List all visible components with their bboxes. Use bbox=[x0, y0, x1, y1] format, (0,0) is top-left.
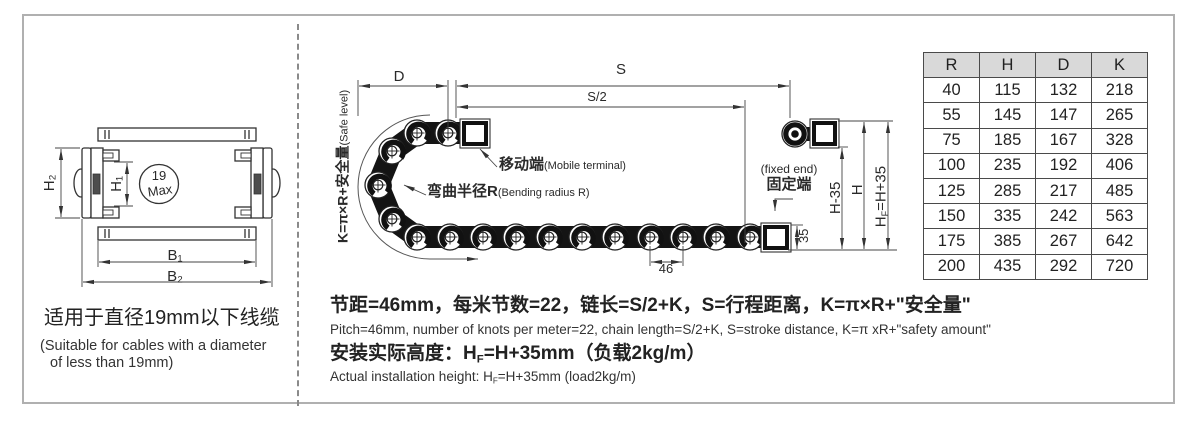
safe-level-label: K=π×R+安全量(Safe level) bbox=[334, 89, 351, 243]
dim-label-d: D bbox=[393, 68, 405, 85]
bending-radius-label: 弯曲半径R(Bending radius R) bbox=[427, 183, 590, 200]
table-cell: 175 bbox=[923, 228, 980, 255]
table-cell: 132 bbox=[1035, 77, 1092, 104]
table-cell: 267 bbox=[1035, 228, 1092, 255]
left-caption-en-1: (Suitable for cables with a diameter bbox=[40, 338, 267, 354]
table-cell: 147 bbox=[1035, 102, 1092, 129]
table-cell: 642 bbox=[1091, 228, 1148, 255]
table-cell: 235 bbox=[979, 152, 1036, 179]
table-cell: 40 bbox=[923, 77, 980, 104]
table-cell: 406 bbox=[1091, 152, 1148, 179]
dim-label-hf: HF=H+35 bbox=[872, 165, 891, 228]
table-cell: 242 bbox=[1035, 203, 1092, 230]
dim-label-s: S bbox=[615, 61, 626, 78]
max-diameter-circle bbox=[138, 163, 180, 205]
table-header-H: H bbox=[979, 51, 1036, 79]
fixed-end-block bbox=[760, 222, 792, 253]
table-cell: 125 bbox=[923, 177, 980, 205]
dim-label-b2: B₂ bbox=[167, 268, 183, 285]
table-cell: 720 bbox=[1091, 253, 1148, 280]
table-cell: 100 bbox=[923, 152, 980, 179]
table-cell: 563 bbox=[1091, 203, 1148, 230]
table-cell: 385 bbox=[979, 228, 1036, 255]
table-cell: 328 bbox=[1091, 127, 1148, 154]
fixed-end-leader bbox=[772, 198, 793, 211]
table-cell: 485 bbox=[1091, 177, 1148, 205]
dim-label-s2: S/2 bbox=[587, 89, 607, 104]
left-caption-zh: 适用于直径19mm以下线缆 bbox=[44, 307, 280, 329]
table-cell: 435 bbox=[979, 253, 1036, 280]
top-bar bbox=[97, 127, 257, 142]
table-cell: 167 bbox=[1035, 127, 1092, 154]
table-cell: 335 bbox=[979, 203, 1036, 230]
note-height-zh: 安装实际高度：HF=H+35mm（负载2kg/m） bbox=[330, 343, 706, 366]
table-cell: 115 bbox=[979, 77, 1036, 104]
dashed-divider bbox=[297, 24, 299, 406]
table-cell: 217 bbox=[1035, 177, 1092, 205]
bending-radius-leader bbox=[403, 184, 427, 196]
table-cell: 55 bbox=[923, 102, 980, 129]
mobile-terminal-label: 移动端(Mobile terminal) bbox=[499, 156, 626, 173]
bottom-bar bbox=[97, 226, 257, 241]
dim-label-h1: H₁ bbox=[108, 175, 126, 192]
fixed-end-label-en: (fixed end) bbox=[760, 162, 818, 176]
table-cell: 285 bbox=[979, 177, 1036, 205]
outer-border bbox=[22, 14, 1175, 404]
fixed-end-label-zh: 固定端 bbox=[766, 176, 812, 193]
table-cell: 265 bbox=[1091, 102, 1148, 129]
table-cell: 200 bbox=[923, 253, 980, 280]
table-cell: 292 bbox=[1035, 253, 1092, 280]
cross-section-drawing bbox=[73, 127, 281, 241]
table-header-D: D bbox=[1035, 51, 1092, 79]
side-view-drawing bbox=[357, 114, 840, 262]
dim-label-h-minus-35: H-35 bbox=[827, 181, 845, 215]
left-caption-en-2: of less than 19mm) bbox=[50, 355, 174, 371]
table-cell: 218 bbox=[1091, 77, 1148, 104]
dim-label-35: 35 bbox=[796, 228, 812, 244]
cross-section-dimensions bbox=[55, 147, 273, 287]
table-cell: 185 bbox=[979, 127, 1036, 154]
table-cell: 150 bbox=[923, 203, 980, 230]
dim-label-46: 46 bbox=[658, 261, 674, 276]
note-height-en: Actual installation height: HF=H+35mm (l… bbox=[330, 369, 636, 386]
side-view-dimensions bbox=[357, 80, 897, 266]
note-pitch-en: Pitch=46mm, number of knots per meter=22… bbox=[330, 322, 991, 337]
dim-label-b1: B₁ bbox=[167, 247, 183, 264]
table-header-K: K bbox=[1091, 51, 1148, 79]
note-pitch-zh: 节距=46mm，每米节数=22，链长=S/2+K，S=行程距离，K=π×R+"安… bbox=[330, 295, 971, 316]
table-cell: 192 bbox=[1035, 152, 1092, 179]
bend-envelope-arc bbox=[357, 114, 478, 262]
table-header-R: R bbox=[923, 51, 980, 79]
table-cell: 75 bbox=[923, 127, 980, 154]
elevated-end-piece bbox=[781, 118, 840, 149]
mobile-terminal-block bbox=[459, 118, 491, 149]
dim-label-h2: H₂ bbox=[41, 174, 59, 192]
max-circle-value: 19 bbox=[151, 168, 167, 183]
dim-label-h: H bbox=[849, 184, 867, 196]
table-cell: 145 bbox=[979, 102, 1036, 129]
mobile-terminal-leader bbox=[479, 148, 498, 168]
